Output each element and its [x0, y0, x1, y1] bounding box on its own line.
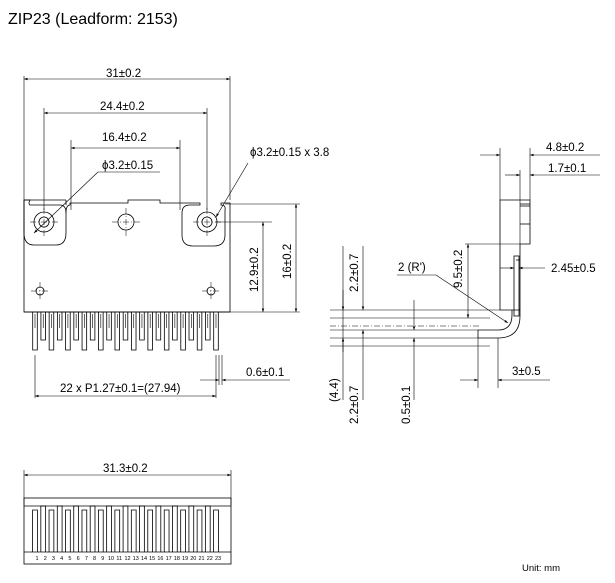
pin-number: 2 — [44, 556, 47, 562]
front-pin — [131, 312, 137, 351]
bottom-body-outline — [23, 497, 232, 565]
drawing-title: ZIP23 (Leadform: 2153) — [8, 11, 178, 28]
pin-number: 11 — [116, 556, 122, 562]
pin-number: 16 — [157, 556, 163, 562]
bottom-pin — [65, 509, 71, 552]
bottom-pin — [130, 509, 137, 552]
front-pin — [163, 312, 170, 351]
front-pin — [155, 312, 162, 341]
front-pin — [188, 312, 195, 341]
front-pin — [65, 312, 71, 351]
front-pins — [32, 312, 219, 351]
front-pin — [172, 312, 178, 341]
pin-pitch-label: 22 x P1.27±0.1=(27.94) — [60, 383, 181, 395]
pin-number: 15 — [149, 556, 155, 562]
bottom-pin — [155, 505, 162, 552]
front-pin — [98, 312, 104, 351]
front-pin — [147, 312, 153, 351]
height-to-bend-label: 9.5±0.2 — [453, 250, 465, 288]
bottom-pin — [56, 505, 63, 552]
pin-number: 6 — [77, 556, 80, 562]
pin-number: 9 — [101, 556, 104, 562]
bottom-pin — [73, 505, 79, 552]
bottom-pins — [32, 505, 219, 552]
bottom-pin — [98, 509, 104, 552]
front-pin — [106, 312, 112, 341]
front-pin — [56, 312, 63, 341]
pin-number: 18 — [174, 556, 180, 562]
unit-label: Unit: mm — [522, 563, 560, 574]
pin-number: 17 — [166, 556, 172, 562]
bottom-pin — [48, 509, 55, 552]
pin-number: 4 — [60, 556, 63, 562]
hole-pitch-inner-label: 16.4±0.2 — [102, 132, 147, 144]
front-pin — [205, 312, 211, 341]
pin-number: 22 — [207, 556, 213, 562]
front-pin — [40, 312, 46, 341]
slot-hole-label: ϕ3.2±0.15 x 3.8 — [250, 147, 329, 159]
bottom-pin — [147, 509, 153, 552]
pin-number: 14 — [141, 556, 147, 562]
pin-number: 21 — [198, 556, 204, 562]
pin-number: 20 — [190, 556, 196, 562]
front-pin — [89, 312, 96, 341]
hole-pitch-outer-label: 24.4±0.2 — [100, 101, 145, 113]
front-pin — [122, 312, 129, 341]
row-spacing-bottom-label: 2.2±0.7 — [349, 386, 361, 424]
front-pin — [139, 312, 145, 341]
bend-length-label: 3±0.5 — [512, 366, 541, 378]
bottom-pin — [172, 505, 178, 552]
pin-width-label: 0.6±0.1 — [246, 367, 284, 379]
bottom-pin — [32, 509, 38, 552]
pin-number: 10 — [108, 556, 114, 562]
front-pin — [81, 312, 88, 351]
hole-height-label: 12.9±0.2 — [249, 247, 261, 292]
pin-number: 12 — [124, 556, 130, 562]
front-pin — [213, 312, 219, 351]
bottom-pin — [122, 505, 129, 552]
bottom-pin — [204, 505, 211, 552]
row-spacing-top-label: 2.2±0.7 — [349, 254, 361, 292]
bottom-pin — [180, 509, 186, 552]
pin-number: 7 — [85, 556, 88, 562]
total-offset-label: (4.4) — [329, 378, 341, 402]
bottom-pin — [106, 505, 112, 552]
front-view: 31±0.2 24.4±0.2 16.4±0.2 ϕ3.2±0.15 ϕ3.2±… — [23, 68, 329, 398]
pin-number: 8 — [93, 556, 96, 562]
front-pin — [48, 312, 55, 351]
lead-offset-label: 2.45±0.5 — [551, 263, 596, 275]
bottom-width-label: 31.3±0.2 — [103, 463, 148, 475]
lead-thickness-label: 0.5±0.1 — [401, 386, 413, 424]
pin-number: 1 — [35, 556, 38, 562]
pin-number: 13 — [133, 556, 139, 562]
pin-number: 23 — [215, 556, 221, 562]
bottom-pin — [213, 509, 219, 552]
thickness-label: 4.8±0.2 — [546, 142, 584, 154]
pin-number: 3 — [52, 556, 55, 562]
pin-number: 19 — [182, 556, 188, 562]
bottom-pin — [40, 505, 47, 552]
bottom-pin — [81, 509, 88, 552]
small-hole-diameter-label: ϕ3.2±0.15 — [102, 160, 153, 172]
fin-thickness-label: 1.7±0.1 — [548, 163, 586, 175]
pin-number: 5 — [68, 556, 71, 562]
front-pin — [73, 312, 79, 341]
bottom-pin — [89, 505, 96, 552]
body-height-label: 16±0.2 — [282, 244, 294, 279]
overall-width-label: 31±0.2 — [106, 68, 141, 80]
front-pin — [114, 312, 120, 351]
bottom-pin — [196, 509, 203, 552]
bottom-pin — [163, 509, 170, 552]
front-pin — [180, 312, 186, 351]
bottom-pin — [114, 509, 121, 552]
side-view: 4.8±0.2 1.7±0.1 2 (R') 9.5±0.2 2.45±0.5 … — [329, 142, 600, 424]
front-pin — [32, 312, 38, 351]
bottom-pin — [188, 505, 195, 552]
front-pin — [196, 312, 203, 351]
bottom-pin — [139, 505, 145, 552]
bend-radius-label: 2 (R') — [398, 262, 426, 274]
